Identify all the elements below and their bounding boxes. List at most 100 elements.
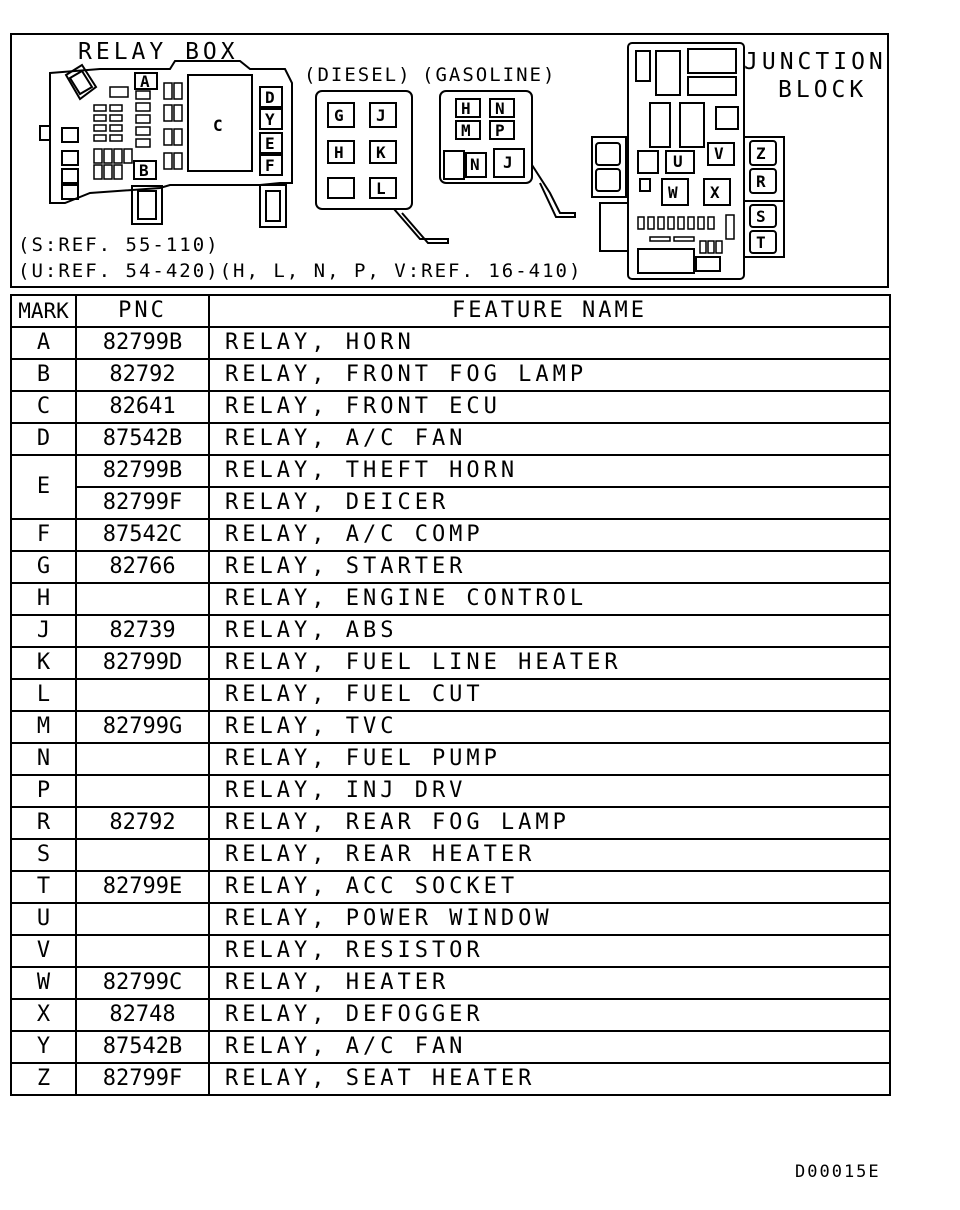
gasoline-mark-n-frame	[489, 98, 515, 118]
junction-mark-x-frame	[703, 178, 731, 206]
header-pnc: PNC	[75, 294, 210, 328]
table-row: Z 82799F RELAY, SEAT HEATER	[10, 1062, 891, 1096]
junction-mark-z: Z	[756, 144, 766, 163]
diesel-empty-slot	[327, 177, 355, 199]
diagram-frame	[10, 33, 889, 288]
table-row: M 82799G RELAY, TVC	[10, 710, 891, 744]
junction-mark-u-frame	[665, 150, 695, 174]
cell-pnc: 82792	[75, 358, 210, 392]
junction-block-body	[627, 42, 745, 280]
relay-box: RELAY BOX	[39, 39, 293, 228]
junction-mark-v-frame	[707, 142, 735, 166]
diesel-block-body	[315, 90, 413, 210]
relay-box-mark-y-frame	[259, 108, 283, 130]
relay-parts-table: MARK PNC FEATURE NAME A 82799B RELAY, HO…	[10, 294, 891, 1096]
cell-pnc: 82766	[75, 550, 210, 584]
junction-slot	[679, 102, 705, 148]
junction-mark-v: V	[714, 144, 724, 163]
cell-pnc: 82641	[75, 390, 210, 424]
table-row: R 82792 RELAY, REAR FOG LAMP	[10, 806, 891, 840]
table-row: W 82799C RELAY, HEATER	[10, 966, 891, 1000]
cell-pnc	[75, 934, 210, 968]
cell-feature: RELAY, FUEL CUT	[208, 678, 891, 712]
cell-mark: Z	[10, 1062, 77, 1096]
relay-box-mark-e-frame	[259, 132, 283, 154]
cell-feature: RELAY, DEICER	[208, 486, 891, 520]
cell-pnc: 82799B	[75, 326, 210, 360]
cell-pnc: 82799C	[75, 966, 210, 1000]
junction-slot	[715, 106, 739, 130]
gasoline-mark-n2-frame	[465, 152, 487, 178]
cell-mark: U	[10, 902, 77, 936]
junction-mark-r-frame	[749, 168, 777, 194]
diesel-mark-h-frame	[327, 140, 355, 164]
relay-location-diagram: RELAY BOX	[10, 33, 890, 289]
table-row: T 82799E RELAY, ACC SOCKET	[10, 870, 891, 904]
relay-box-mark-a-frame	[134, 72, 158, 90]
gasoline-mark-p: P	[495, 121, 505, 140]
reference-s: (S:REF. 55-110)	[18, 234, 220, 256]
cell-feature: RELAY, DEFOGGER	[208, 998, 891, 1032]
gasoline-bracket	[531, 164, 576, 218]
table-header-row: MARK PNC FEATURE NAME	[10, 294, 891, 328]
relay-box-mark-f: F	[265, 156, 275, 175]
cell-mark: R	[10, 806, 77, 840]
gasoline-mark-m-frame	[455, 120, 481, 140]
junction-mark-r: R	[756, 172, 766, 191]
gasoline-mark-h-frame	[455, 98, 481, 118]
relay-box-connector	[131, 185, 163, 225]
cell-mark: H	[10, 582, 77, 616]
cell-pnc: 82799D	[75, 646, 210, 680]
diesel-mark-g: G	[334, 106, 344, 125]
junction-slot	[639, 178, 651, 192]
relay-box-mark-c: C	[213, 116, 223, 135]
junction-mark-w-frame	[661, 178, 689, 206]
cell-mark: D	[10, 422, 77, 456]
header-mark: MARK	[10, 294, 77, 328]
diesel-mark-l-frame	[369, 177, 397, 199]
cell-feature: RELAY, FUEL LINE HEATER	[208, 646, 891, 680]
cell-feature: RELAY, FUEL PUMP	[208, 742, 891, 776]
document-code: D00015E	[795, 1162, 881, 1182]
cell-pnc: 82799F	[75, 486, 210, 520]
junction-slot	[687, 48, 737, 74]
relay-box-mark-d-frame	[259, 86, 283, 108]
cell-pnc: 82739	[75, 614, 210, 648]
cell-feature: RELAY, REAR HEATER	[208, 838, 891, 872]
junction-slot	[655, 50, 681, 96]
cell-pnc: 82748	[75, 998, 210, 1032]
gasoline-block-body	[439, 90, 533, 184]
gasoline-mark-n: N	[495, 99, 505, 118]
cell-mark: K	[10, 646, 77, 680]
cell-mark: E	[10, 454, 77, 520]
junction-right-connector	[743, 200, 785, 258]
cell-mark: W	[10, 966, 77, 1000]
cell-feature: RELAY, HORN	[208, 326, 891, 360]
relay-box-mark-y: Y	[265, 110, 275, 129]
header-feature-name: FEATURE NAME	[208, 294, 891, 328]
cell-pnc	[75, 902, 210, 936]
junction-slot	[635, 50, 651, 82]
diesel-mark-l: L	[376, 179, 386, 198]
relay-box-connector	[259, 184, 287, 228]
junction-mark-w: W	[668, 183, 678, 202]
cell-feature: RELAY, A/C FAN	[208, 1030, 891, 1064]
table-row: 82799F RELAY, DEICER	[11, 486, 891, 520]
junction-left-connector-port	[595, 168, 621, 192]
cell-feature: RELAY, INJ DRV	[208, 774, 891, 808]
cell-feature: RELAY, A/C FAN	[208, 422, 891, 456]
table-row: C 82641 RELAY, FRONT ECU	[10, 390, 891, 424]
gasoline-mark-m: M	[461, 121, 471, 140]
junction-fuse-row	[637, 214, 735, 254]
cell-feature: RELAY, FRONT FOG LAMP	[208, 358, 891, 392]
relay-box-slot	[61, 168, 79, 184]
relay-box-connector-inner	[265, 190, 281, 222]
gasoline-mark-h: H	[461, 99, 471, 118]
relay-box-mark-b: B	[139, 161, 149, 180]
cell-pnc: 87542B	[75, 422, 210, 456]
cell-mark: G	[10, 550, 77, 584]
relay-box-side-tab	[39, 125, 51, 141]
cell-feature: RELAY, POWER WINDOW	[208, 902, 891, 936]
junction-slot	[687, 76, 737, 96]
cell-mark: M	[10, 710, 77, 744]
